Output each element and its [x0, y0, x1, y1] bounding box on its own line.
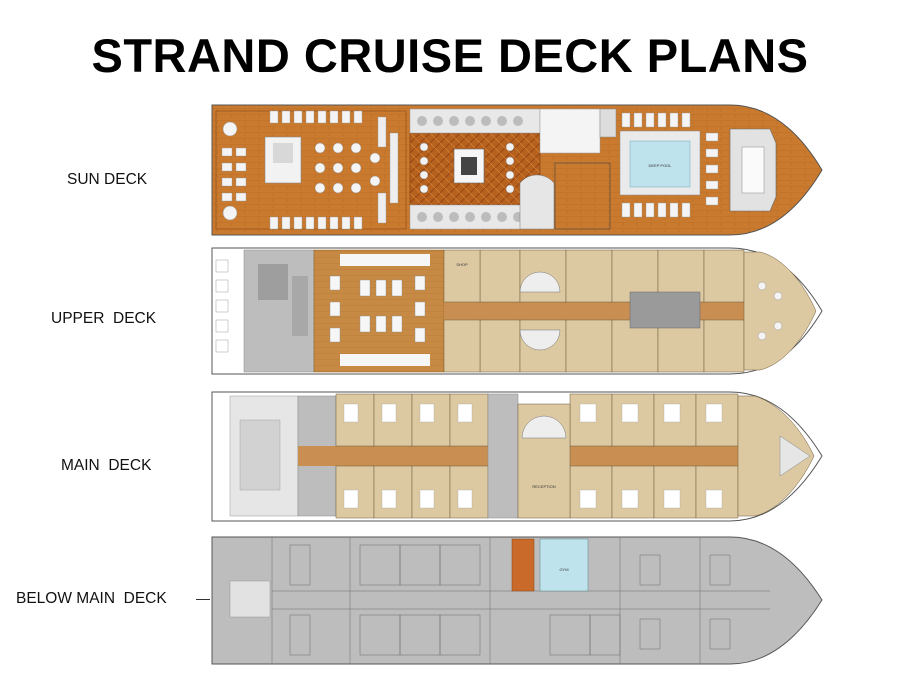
upper-deck-drawing: SHOP [211, 247, 823, 375]
page-title: STRAND CRUISE DECK PLANS [91, 29, 809, 82]
sun-deck-plan[interactable]: DEEP POOL [210, 103, 825, 237]
below-main-deck-hull [211, 536, 823, 665]
main-deck-plan[interactable]: RECEPTION [210, 390, 825, 523]
below-deck-leader-line [196, 599, 210, 600]
below-main-deck-drawing: GYM [211, 536, 823, 665]
deck-label-main: MAIN DECK [61, 457, 152, 474]
below-main-deck-plan[interactable]: GYM [210, 535, 825, 666]
gym-label: GYM [559, 567, 568, 572]
upper-deck-plan[interactable]: SHOP [210, 246, 825, 376]
deck-label-upper: UPPER DECK [51, 310, 157, 327]
deck-label-below: BELOW MAIN DECK [16, 590, 167, 607]
main-deck-drawing: RECEPTION [211, 391, 823, 522]
deck-label-sun: SUN DECK [67, 171, 148, 188]
shop-label: SHOP [456, 262, 468, 267]
reception-label: RECEPTION [532, 484, 555, 489]
deep-pool-label: DEEP POOL [648, 163, 672, 168]
sun-deck-drawing: DEEP POOL [211, 104, 823, 236]
